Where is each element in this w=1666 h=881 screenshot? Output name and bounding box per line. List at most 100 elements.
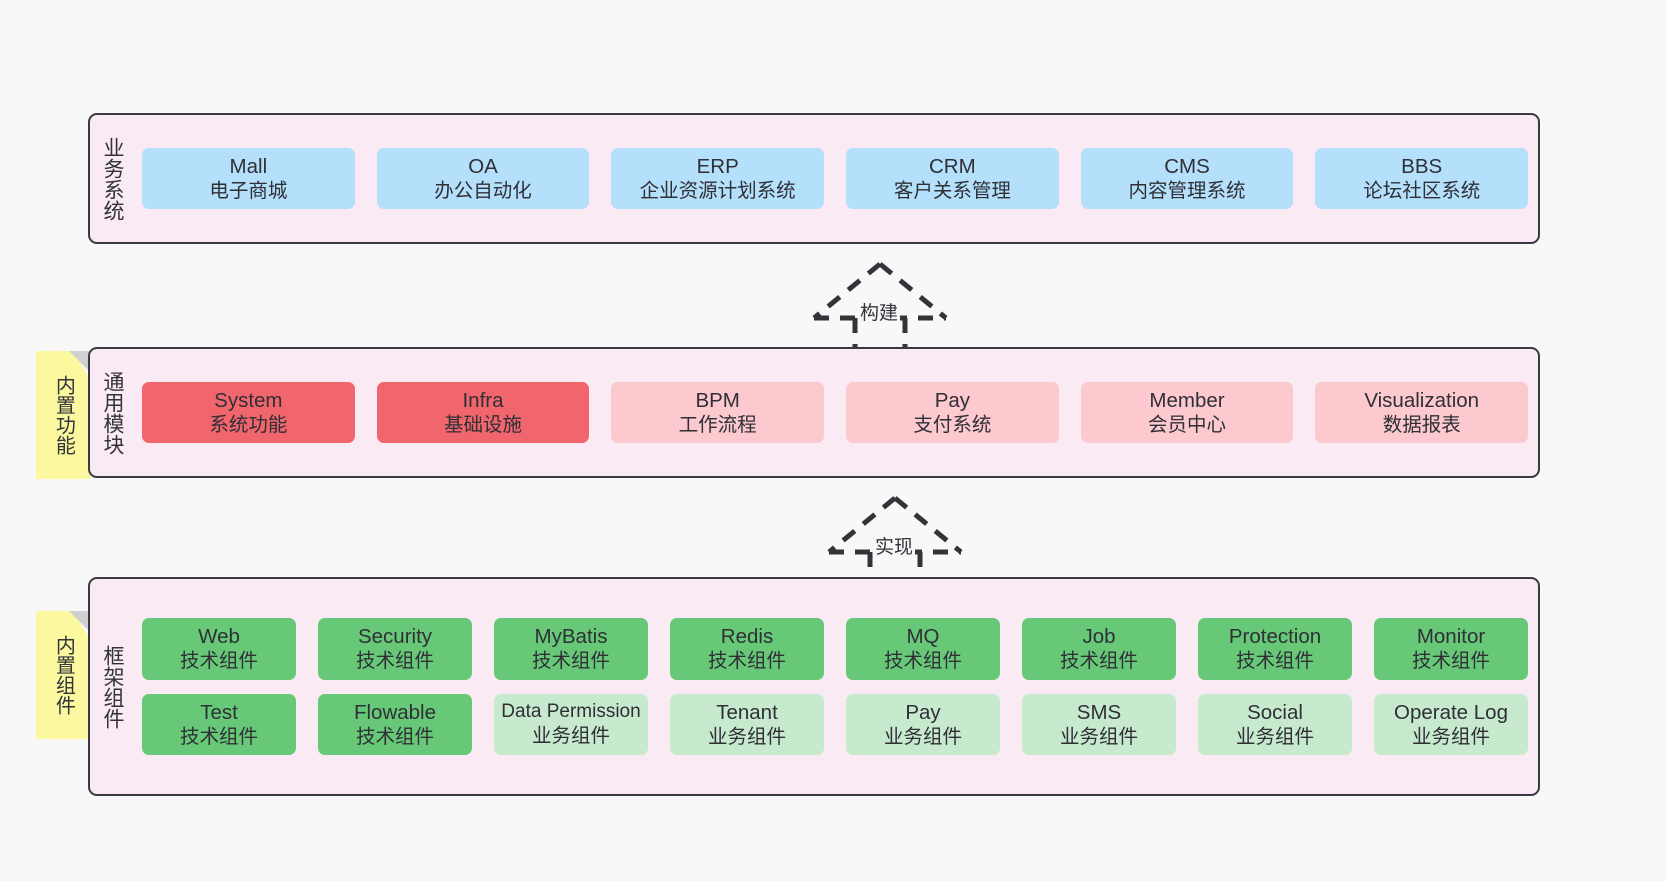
card-title-cn: 技术组件 <box>1411 650 1490 673</box>
note-builtin-components-wrap: 内置组件 <box>36 611 90 739</box>
card-title-en: Social <box>1247 700 1303 724</box>
card-title-cn: 数据报表 <box>1382 414 1461 437</box>
note-label: 内置组件 <box>52 635 75 715</box>
card-title-en: BBS <box>1401 154 1443 178</box>
card-erp[interactable]: ERP 企业资源计划系统 <box>611 147 825 210</box>
card-title-en: CMS <box>1164 154 1210 178</box>
card-title-en: Infra <box>462 388 504 412</box>
connector-implement: 实现 <box>815 492 975 595</box>
card-title-cn: 业务组件 <box>1059 725 1138 748</box>
card-title-cn: 技术组件 <box>355 650 434 673</box>
card-title-cn: 内容管理系统 <box>1128 180 1246 203</box>
connector-build: 构建 <box>800 258 960 361</box>
layer-body-framework-components: Web 技术组件 Security 技术组件 MyBatis 技术组件 Redi… <box>134 579 1538 794</box>
card-pay-module[interactable]: Pay 支付系统 <box>846 381 1059 444</box>
card-title-en: CRM <box>929 154 976 178</box>
card-title-cn: 技术组件 <box>179 650 258 673</box>
card-title-cn: 技术组件 <box>179 725 258 748</box>
card-title-en: Mall <box>229 154 268 178</box>
card-title-en: ERP <box>696 154 739 178</box>
card-data-permission[interactable]: Data Permission 业务组件 <box>494 693 648 756</box>
card-title-en: MQ <box>906 624 940 648</box>
card-redis[interactable]: Redis 技术组件 <box>670 617 824 680</box>
card-sms[interactable]: SMS 业务组件 <box>1022 693 1176 756</box>
card-title-en: System <box>214 388 283 412</box>
card-visualization[interactable]: Visualization 数据报表 <box>1315 381 1529 444</box>
card-title-cn: 支付系统 <box>913 414 992 437</box>
card-title-en: Flowable <box>353 700 437 724</box>
card-title-cn: 客户关系管理 <box>893 180 1011 203</box>
card-social[interactable]: Social 业务组件 <box>1198 693 1352 756</box>
card-title-cn: 业务组件 <box>883 725 962 748</box>
layer-title-common-modules: 通用模块 <box>100 370 124 455</box>
card-title-cn: 业务组件 <box>1411 725 1490 748</box>
card-mq[interactable]: MQ 技术组件 <box>846 617 1000 680</box>
card-mall[interactable]: Mall 电子商城 <box>142 147 355 210</box>
card-web[interactable]: Web 技术组件 <box>142 617 296 680</box>
card-title-cn: 业务组件 <box>531 724 610 747</box>
card-title-cn: 业务组件 <box>707 725 786 748</box>
card-title-en: Protection <box>1228 624 1322 648</box>
card-operate-log[interactable]: Operate Log 业务组件 <box>1374 693 1528 756</box>
card-title-cn: 会员中心 <box>1148 414 1227 437</box>
card-title-en: Pay <box>934 388 971 412</box>
card-title-cn: 业务组件 <box>1235 725 1314 748</box>
card-pay-component[interactable]: Pay 业务组件 <box>846 693 1000 756</box>
card-job[interactable]: Job 技术组件 <box>1022 617 1176 680</box>
card-title-en: Job <box>1082 624 1116 648</box>
card-title-cn: 技术组件 <box>531 650 610 673</box>
card-security[interactable]: Security 技术组件 <box>318 617 472 680</box>
note-builtin-features-wrap: 内置功能 <box>36 351 90 479</box>
card-title-en: OA <box>468 154 498 178</box>
card-title-en: MyBatis <box>534 624 608 648</box>
layer-title-business-systems: 业务系统 <box>100 136 124 221</box>
card-crm[interactable]: CRM 客户关系管理 <box>846 147 1059 210</box>
card-row: Mall 电子商城 OA 办公自动化 ERP 企业资源计划系统 CRM 客户关系… <box>134 147 1538 210</box>
card-title-cn: 企业资源计划系统 <box>639 180 796 203</box>
card-cms[interactable]: CMS 内容管理系统 <box>1080 147 1294 210</box>
card-title-en: Visualization <box>1364 388 1480 412</box>
layer-body-common-modules: System 系统功能 Infra 基础设施 BPM 工作流程 Pay 支付系统… <box>134 349 1538 476</box>
card-system[interactable]: System 系统功能 <box>142 381 355 444</box>
card-oa[interactable]: OA 办公自动化 <box>376 147 590 210</box>
card-title-cn: 技术组件 <box>883 650 962 673</box>
card-title-cn: 技术组件 <box>1059 650 1138 673</box>
card-tenant[interactable]: Tenant 业务组件 <box>670 693 824 756</box>
card-title-cn: 技术组件 <box>707 650 786 673</box>
card-title-en: Web <box>198 624 240 648</box>
card-row: System 系统功能 Infra 基础设施 BPM 工作流程 Pay 支付系统… <box>134 381 1538 444</box>
card-title-cn: 技术组件 <box>355 725 434 748</box>
card-bpm[interactable]: BPM 工作流程 <box>611 381 825 444</box>
layer-framework-components: 框架组件 Web 技术组件 Security 技术组件 MyBatis 技术组件… <box>88 577 1540 796</box>
card-title-en: Redis <box>720 624 774 648</box>
card-title-en: Test <box>200 700 238 724</box>
layer-body-business-systems: Mall 电子商城 OA 办公自动化 ERP 企业资源计划系统 CRM 客户关系… <box>134 115 1538 242</box>
card-title-en: BPM <box>695 388 740 412</box>
card-member[interactable]: Member 会员中心 <box>1080 381 1294 444</box>
card-title-cn: 论坛社区系统 <box>1363 180 1481 203</box>
card-title-en: Member <box>1149 388 1225 412</box>
card-mybatis[interactable]: MyBatis 技术组件 <box>494 617 648 680</box>
card-title-en: SMS <box>1076 700 1122 724</box>
card-flowable[interactable]: Flowable 技术组件 <box>318 693 472 756</box>
card-title-cn: 办公自动化 <box>434 180 532 203</box>
card-bbs[interactable]: BBS 论坛社区系统 <box>1315 147 1529 210</box>
card-title-cn: 电子商城 <box>209 180 288 203</box>
card-title-cn: 工作流程 <box>678 414 757 437</box>
card-title-cn: 基础设施 <box>444 414 523 437</box>
connector-implement-label: 实现 <box>873 532 916 559</box>
card-infra[interactable]: Infra 基础设施 <box>376 381 590 444</box>
card-monitor[interactable]: Monitor 技术组件 <box>1374 617 1528 680</box>
card-protection[interactable]: Protection 技术组件 <box>1198 617 1352 680</box>
card-test[interactable]: Test 技术组件 <box>142 693 296 756</box>
layer-business-systems: 业务系统 Mall 电子商城 OA 办公自动化 ERP 企业资源计划系统 CRM… <box>88 113 1540 244</box>
layer-title-framework-components: 框架组件 <box>100 644 124 729</box>
card-title-cn: 系统功能 <box>209 414 288 437</box>
card-row: Web 技术组件 Security 技术组件 MyBatis 技术组件 Redi… <box>134 617 1538 680</box>
card-title-cn: 技术组件 <box>1235 650 1314 673</box>
card-row: Test 技术组件 Flowable 技术组件 Data Permission … <box>134 693 1538 756</box>
card-title-en: Tenant <box>716 700 778 724</box>
note-builtin-components: 内置组件 <box>36 611 90 739</box>
card-title-en: Pay <box>905 700 941 724</box>
